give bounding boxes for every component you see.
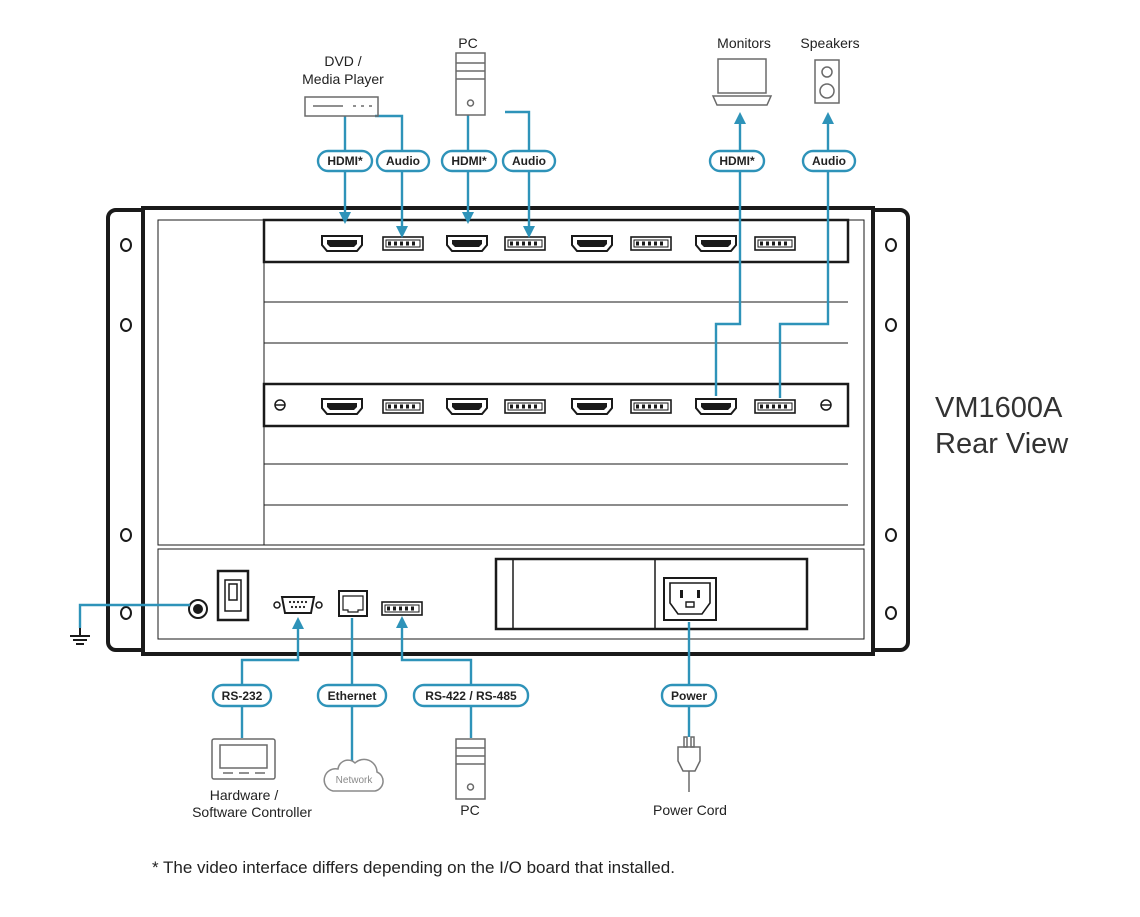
ground-icon — [70, 628, 90, 645]
svg-text:Audio: Audio — [512, 154, 546, 168]
input-board — [262, 218, 850, 264]
hdmi-port — [321, 235, 363, 252]
dvd-audio-cable — [375, 114, 408, 238]
hdmi-port — [695, 235, 737, 252]
title-model: VM1600A — [935, 392, 1063, 424]
rs232-port — [273, 596, 323, 614]
cloud-icon — [323, 758, 384, 792]
pill-speaker-audio: Audio — [801, 149, 857, 173]
audio-terminal — [630, 236, 672, 251]
pill-rs232: RS-232 — [211, 683, 273, 708]
audio-terminal — [504, 399, 546, 414]
svg-text:Audio: Audio — [812, 154, 846, 168]
hdmi-port — [321, 398, 363, 415]
svg-text:Network: Network — [336, 775, 374, 786]
audio-terminal — [754, 236, 796, 251]
svg-text:Audio: Audio — [386, 154, 420, 168]
pill-dvd-audio: Audio — [375, 149, 431, 173]
pill-pc-audio: Audio — [501, 149, 557, 173]
audio-terminal — [382, 236, 424, 251]
svg-text:DVD /: DVD / — [324, 53, 361, 69]
hdmi-port — [446, 235, 488, 252]
svg-text:Media Player: Media Player — [302, 71, 384, 87]
pill-ethernet: Ethernet — [316, 683, 388, 708]
ground-cable — [78, 603, 190, 628]
svg-text:PC: PC — [458, 35, 477, 51]
svg-text:Ethernet: Ethernet — [328, 689, 377, 703]
svg-text:HDMI*: HDMI* — [719, 154, 755, 168]
hdmi-port — [571, 235, 613, 252]
monitors-device: Monitors — [711, 35, 773, 106]
ethernet-port — [338, 590, 368, 617]
network-device: Network — [323, 758, 384, 792]
audio-terminal — [754, 399, 796, 414]
power-cord-device: Power Cord — [653, 736, 727, 818]
svg-text:Software Controller: Software Controller — [192, 804, 312, 820]
control-panel — [188, 557, 809, 631]
audio-terminal — [630, 399, 672, 414]
svg-text:Power Cord: Power Cord — [653, 802, 727, 818]
monitor-hdmi-cable — [714, 112, 746, 396]
svg-text:Speakers: Speakers — [800, 35, 859, 51]
svg-text:HDMI*: HDMI* — [327, 154, 363, 168]
pc-tower-icon — [455, 52, 486, 116]
svg-text:PC: PC — [460, 802, 479, 818]
audio-terminal — [504, 236, 546, 251]
pill-dvd-hdmi: HDMI* — [316, 149, 374, 173]
controller-device: Hardware / Software Controller — [192, 738, 312, 820]
diagram-title: VM1600A Rear View — [935, 390, 1068, 462]
pill-monitor-hdmi: HDMI* — [708, 149, 766, 173]
title-view: Rear View — [935, 428, 1069, 460]
media-player-icon — [304, 96, 379, 117]
speaker-audio-cable — [778, 112, 834, 398]
svg-text:RS-232: RS-232 — [222, 689, 263, 703]
speakers-device: Speakers — [800, 35, 860, 104]
laptop-monitor-icon — [711, 58, 773, 106]
output-board — [262, 382, 850, 428]
controller-panel-icon — [211, 738, 276, 780]
pill-rs422: RS-422 / RS-485 — [412, 683, 530, 708]
pc-tower-icon — [455, 738, 486, 800]
power-plug-icon — [677, 736, 701, 792]
pc-top-device: PC — [455, 35, 486, 116]
hdmi-port — [695, 398, 737, 415]
chassis — [106, 206, 910, 656]
pc-bottom-device: PC — [455, 738, 486, 818]
speaker-icon — [814, 59, 840, 104]
svg-text:RS-422 / RS-485: RS-422 / RS-485 — [425, 689, 517, 703]
audio-terminal — [382, 399, 424, 414]
pill-power: Power — [660, 683, 718, 708]
pill-pc-hdmi: HDMI* — [440, 149, 498, 173]
board-screws — [274, 399, 832, 411]
svg-text:HDMI*: HDMI* — [451, 154, 487, 168]
dvd-device: DVD / Media Player — [302, 53, 384, 117]
svg-text:Hardware /: Hardware / — [210, 787, 279, 803]
rs422-terminal — [381, 601, 423, 616]
footnote: * The video interface differs depending … — [152, 858, 675, 877]
power-supply-module — [494, 557, 809, 631]
rack-ear-holes — [120, 238, 897, 620]
pc-audio-cable — [505, 110, 535, 238]
hdmi-port — [446, 398, 488, 415]
svg-text:Monitors: Monitors — [717, 35, 771, 51]
connector-pills: HDMI* Audio HDMI* Audio HDMI* Audio RS-2… — [211, 149, 857, 708]
hdmi-port — [571, 398, 613, 415]
svg-text:Power: Power — [671, 689, 707, 703]
